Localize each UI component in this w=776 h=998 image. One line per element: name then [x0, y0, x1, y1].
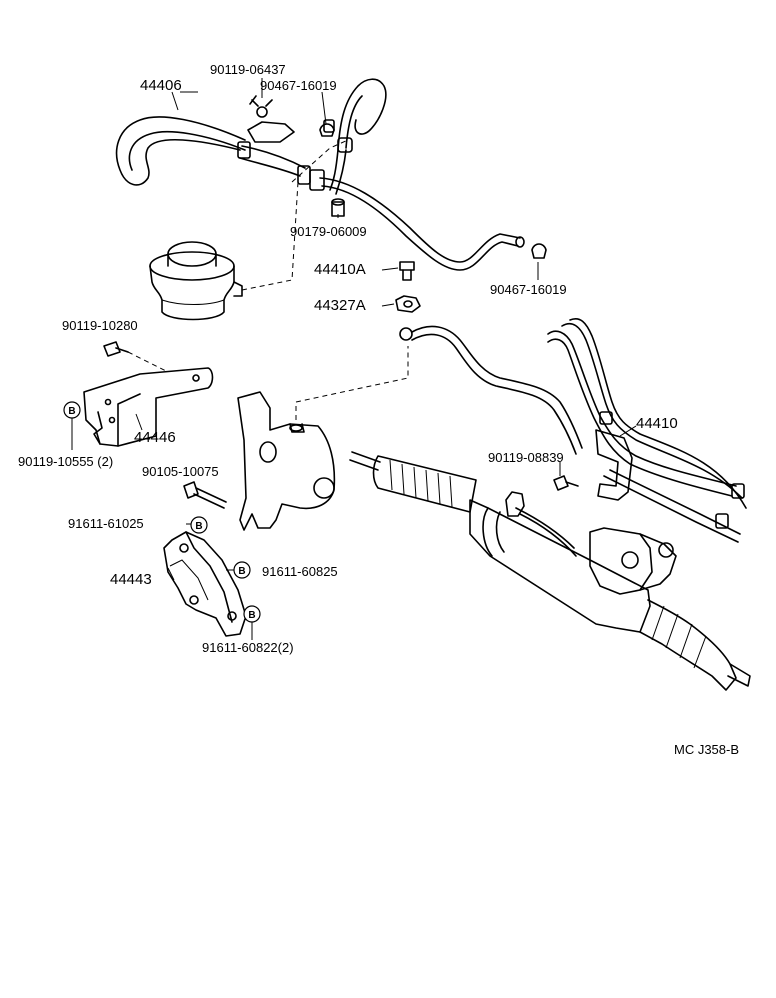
reservoir-tank: [149, 241, 243, 321]
label-90179-06009: 90179-06009: [290, 224, 367, 239]
bracket-leader: [295, 346, 409, 420]
clip-90467-top: [319, 123, 335, 137]
label-90119-06437: 90119-06437: [210, 62, 286, 77]
callout-b-3: B: [233, 561, 251, 579]
hose-leader: [291, 139, 349, 183]
label-90119-08839: 90119-08839: [488, 450, 564, 465]
label-91611-60822: 91611-60822(2): [202, 640, 294, 655]
clip-90467-right: [531, 243, 547, 259]
label-90467-16019-right: 90467-16019: [490, 282, 567, 297]
bracket-44443: [163, 531, 247, 637]
pump-bracket: [237, 391, 336, 531]
svg-text:B: B: [68, 406, 75, 417]
reference-code: MC J358-B: [674, 742, 739, 757]
pressure-pipe-feed: [399, 325, 583, 455]
svg-text:B: B: [195, 521, 202, 532]
bolt-90119-08839: [553, 475, 579, 491]
callout-b-2: B: [190, 516, 208, 534]
callout-b-1: B: [63, 401, 81, 419]
bracket-44446: [83, 367, 214, 447]
label-91611-60825: 91611-60825: [262, 564, 338, 579]
steering-gear-rack: [349, 451, 751, 691]
clip-90179: [331, 198, 345, 217]
label-91611-61025: 91611-61025: [68, 516, 144, 531]
svg-text:B: B: [248, 610, 255, 621]
label-44446: 44446: [134, 429, 176, 446]
label-44410A: 44410A: [314, 261, 366, 278]
label-90119-10555: 90119-10555 (2): [18, 454, 113, 469]
bolt-90119-10280: [103, 341, 129, 357]
gasket-44327A: [395, 295, 421, 313]
label-90105-10075: 90105-10075: [142, 464, 219, 479]
label-90119-10280: 90119-10280: [62, 318, 138, 333]
return-tube-long: [319, 177, 525, 271]
union-bolt-44410A: [399, 261, 415, 281]
leader-lines: [71, 78, 637, 640]
bolt-90105-10075: [183, 481, 227, 509]
bolt-leader-10280: [127, 351, 169, 373]
callout-b-4: B: [243, 605, 261, 623]
label-44327A: 44327A: [314, 297, 366, 314]
return-hose-44406: [115, 116, 325, 191]
feed-pipes-44410: [547, 318, 747, 543]
label-90467-16019-top: 90467-16019: [260, 78, 337, 93]
label-44443: 44443: [110, 571, 152, 588]
label-44406: 44406: [140, 77, 182, 94]
svg-text:B: B: [238, 566, 245, 577]
pressure-hose-top: [323, 78, 387, 195]
clamp-bracket-top: [247, 95, 295, 143]
label-44410: 44410: [636, 415, 678, 432]
